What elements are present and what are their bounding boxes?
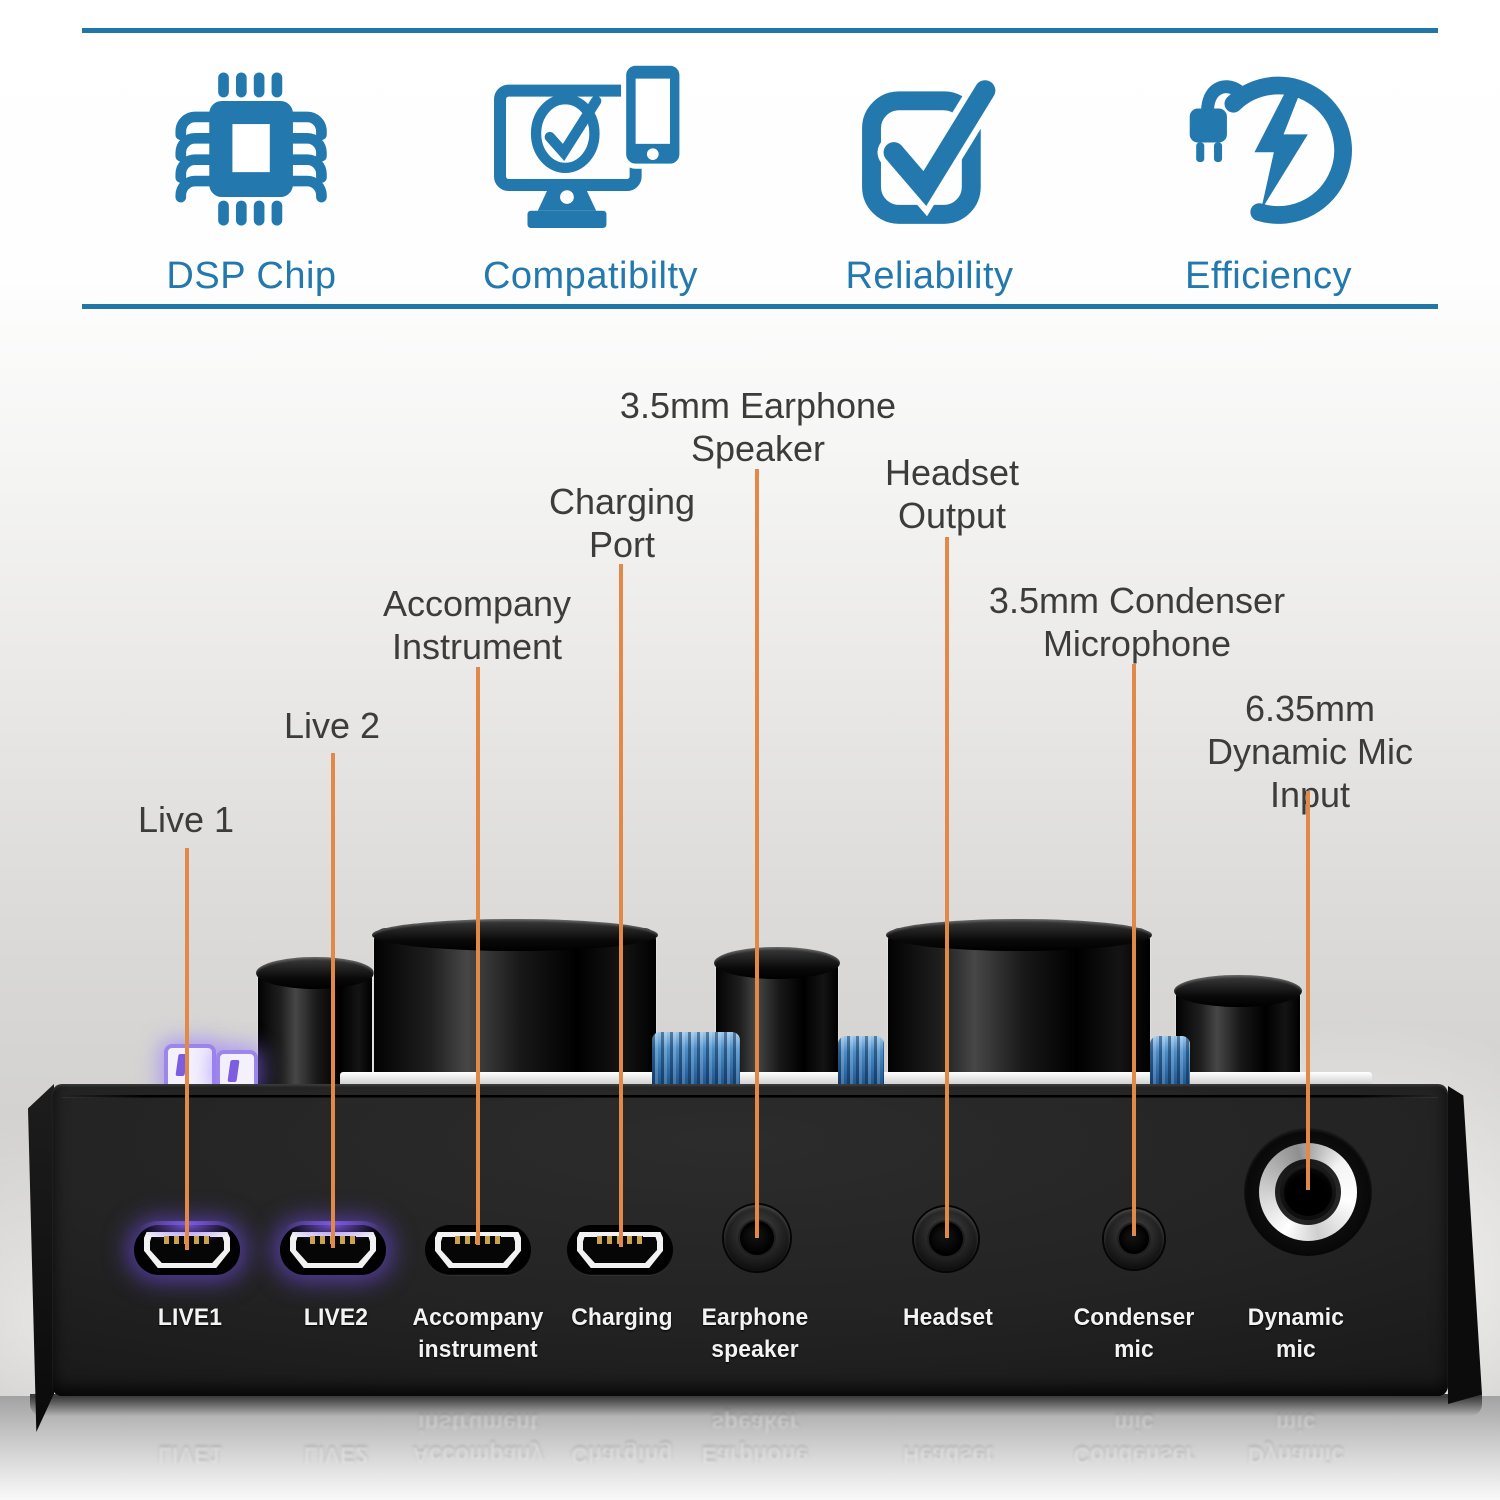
leader-line-condenser [1132,664,1136,1236]
callout-condenser-microphone: 3.5mm Condenser Microphone [988,580,1286,664]
port-label-live1: LIVE1 [157,1304,223,1331]
feature-reliability: Reliability [760,40,1099,296]
port-charging-micro-usb [567,1225,673,1275]
port-label-live2: LIVE2 [303,1304,369,1331]
dsp-chip-icon [162,58,342,240]
device-right-side [1448,1086,1482,1404]
leader-line-dynamic [1306,791,1310,1190]
blue-knob-3 [1150,1036,1190,1088]
plug-lightning-icon [1178,58,1360,240]
volume-knob-small-left [256,957,374,1090]
port-label-charging: Charging [571,1304,673,1331]
volume-knob-large-right [886,919,1152,1090]
feature-compatibility: Compatibilty [421,40,760,296]
callout-charging-port: Charging Port [548,481,696,565]
callout-accompany-instrument: Accompany Instrument [382,583,572,667]
leader-line-earphone [755,469,759,1238]
callout-earphone-speaker: 3.5mm Earphone Speaker [619,385,897,469]
leader-line-live1 [185,848,189,1250]
top-divider-rule [82,28,1438,33]
leader-line-live2 [331,753,335,1248]
blue-knob-1 [652,1032,740,1088]
led-toggle-switch [164,1044,258,1092]
feature-dsp-chip: DSP Chip [82,40,421,296]
leader-line-charging [619,564,623,1247]
feature-label: Reliability [845,255,1014,297]
feature-label: DSP Chip [166,255,337,297]
leader-line-accompany [476,667,480,1245]
feature-strip: DSP Chip Compatibilty [82,40,1438,296]
leader-line-headset [945,537,949,1238]
port-label-headset: Headset [902,1304,994,1331]
feature-label: Efficiency [1185,255,1352,297]
feature-efficiency: Efficiency [1099,40,1438,296]
feature-label: Compatibilty [482,255,699,297]
device-left-side [28,1084,54,1432]
callout-dynamic-mic-input: 6.35mm Dynamic Mic Input [1206,688,1414,815]
volume-knob-large-left [372,919,658,1090]
callout-live1: Live 1 [137,799,235,840]
blue-knob-2 [838,1036,884,1088]
monitor-check-phone-icon [488,58,694,240]
checkbox-tick-icon [844,58,1016,240]
device-shadow [30,1394,1482,1416]
callout-live2: Live 2 [283,705,381,746]
volume-knob-medium [714,947,840,1090]
callout-headset-output: Headset Output [884,452,1020,536]
bottom-divider-rule [82,304,1438,309]
